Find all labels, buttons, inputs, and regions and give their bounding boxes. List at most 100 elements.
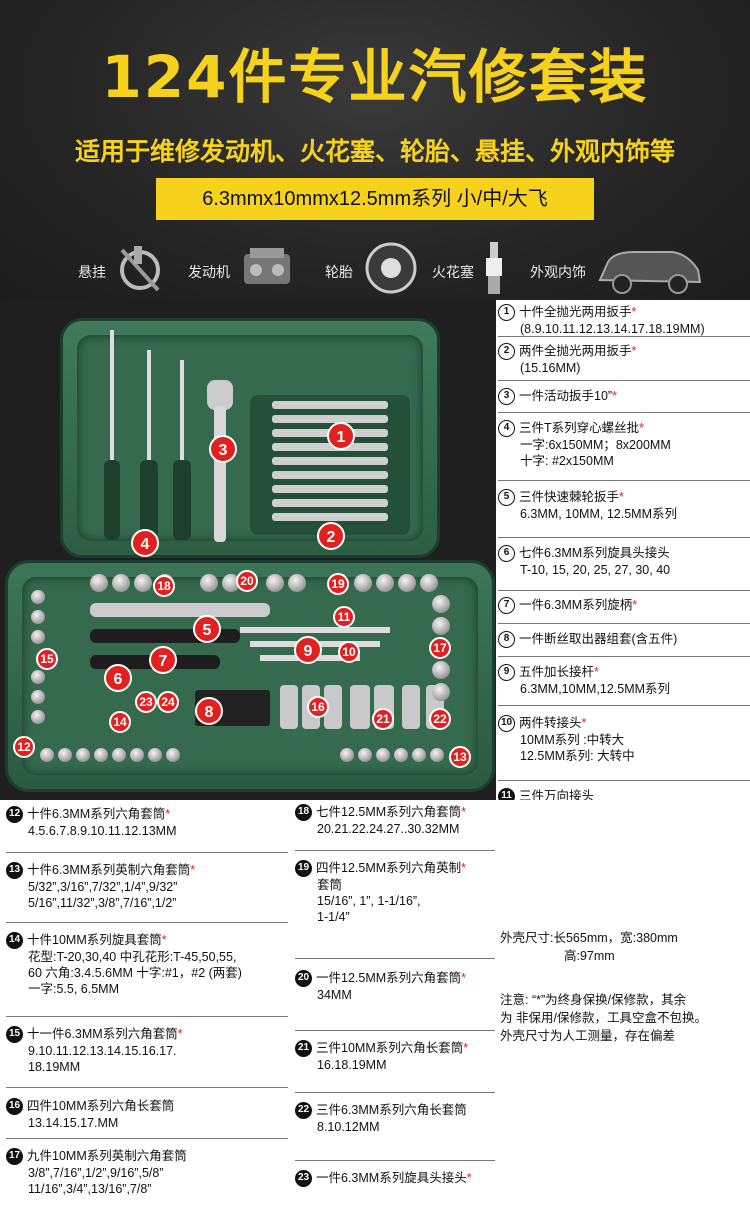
divider: [6, 1016, 288, 1017]
item-number-badge: 17: [6, 1148, 23, 1166]
screwdriver-2: [140, 350, 158, 540]
badge-23: 23: [135, 691, 157, 713]
badge-3: 3: [209, 435, 237, 463]
tire-icon: [365, 242, 417, 294]
combination-wrench-rack: [250, 395, 410, 535]
badge-7: 7: [149, 646, 177, 674]
item-title: 七件12.5MM系列六角套筒: [316, 805, 462, 819]
socket-row-top: [90, 574, 450, 594]
badge-2: 2: [317, 522, 345, 550]
badge-12: 12: [13, 736, 35, 758]
badge-14: 14: [109, 711, 131, 733]
item-title: 十件6.3MM系列英制六角套筒: [27, 863, 191, 877]
item-number-badge: 16: [6, 1098, 23, 1116]
page-title: 124件专业汽修套装: [101, 43, 649, 111]
item-number-badge: 9: [498, 664, 515, 682]
badge-22: 22: [429, 708, 451, 730]
warranty-star-icon: *: [619, 490, 624, 504]
page-subtitle: 适用于维修发动机、火花塞、轮胎、悬挂、外观内饰等: [74, 138, 675, 166]
screwdriver-1: [104, 330, 120, 540]
warranty-star-icon: *: [631, 305, 637, 319]
spec-banner: 6.3mmx10mmx12.5mm系列 小/中/大飞: [156, 178, 594, 220]
item-detail: 16.18.19MM: [317, 1058, 387, 1073]
socket-column-right: [428, 595, 458, 735]
warranty-star-icon: *: [632, 598, 638, 612]
item-detail: 花型:T-20,30,40 中孔花形:T-45,50,55,: [28, 950, 237, 965]
dimension-line-1: 外壳尺寸:长565mm，宽:380mm: [500, 931, 678, 945]
notice-line-2: 为 非保用/保修款，工具空盒不包换。: [500, 1011, 707, 1025]
item-number-badge: 10: [498, 715, 515, 733]
divider: [6, 1138, 288, 1139]
divider: [498, 705, 750, 706]
item-title: 三件T系列穿心螺丝批: [519, 421, 640, 435]
warranty-star-icon: *: [461, 971, 467, 985]
item-detail: (15.16MM): [520, 361, 581, 376]
item-title: 一件断丝取出器组套(含五件): [519, 632, 678, 646]
item-number-badge: 6: [498, 545, 515, 563]
warranty-star-icon: *: [466, 1171, 472, 1185]
divider: [295, 1030, 495, 1031]
item-detail: 套筒: [317, 878, 343, 893]
badge-11: 11: [333, 606, 355, 628]
item-detail: 13.14.15.17.MM: [28, 1116, 119, 1131]
badge-24: 24: [157, 691, 179, 713]
item-title: 三件快速棘轮扳手: [519, 490, 620, 504]
item-detail: 18.19MM: [28, 1060, 81, 1075]
spark-plug-icon: [486, 242, 502, 294]
item-detail: 15/16”, 1”, 1-1/16”,: [317, 894, 421, 909]
divider: [295, 958, 495, 959]
left-bottom-entry-16: 16 四件10MM系列六角长套筒 13.14.15.17.MM: [6, 1098, 288, 1131]
item-detail: 9.10.11.12.13.14.15.16.17.: [28, 1044, 177, 1059]
usage-row: 悬挂 发动机 轮胎 火花塞 外观内饰: [0, 230, 750, 310]
item-detail: 10MM系列 :中转大: [520, 733, 625, 748]
suspension-icon: [120, 246, 160, 292]
badge-6: 6: [104, 664, 132, 692]
divider: [498, 380, 750, 381]
badge-20: 20: [236, 570, 258, 592]
item-number-badge: 5: [498, 489, 515, 507]
badge-19: 19: [327, 573, 349, 595]
engine-icon: [244, 248, 290, 284]
item-detail: 60 六角:3.4.5.6MM 十字:#1，#2 (两套): [28, 966, 242, 981]
socket-row-bottom: [40, 748, 460, 762]
item-detail: 一字:5.5, 6.5MM: [28, 982, 119, 997]
item-title: 一件活动扳手10”: [519, 389, 613, 403]
warranty-star-icon: *: [631, 344, 637, 358]
warranty-star-icon: *: [165, 807, 171, 821]
item-title: 九件10MM系列英制六角套筒: [27, 1149, 187, 1163]
item-detail: 5/32”,3/16”,7/32”,1/4”,9/32”: [28, 880, 178, 895]
socket-column-left: [25, 590, 55, 740]
item-title: 四件10MM系列六角长套筒: [27, 1099, 175, 1113]
item-title: 三件万向接头: [519, 789, 595, 803]
item-title: 十件6.3MM系列六角套筒: [27, 807, 166, 821]
divider: [498, 590, 750, 591]
item-detail: 5/16”,11/32”,3/8”,7/16”,1/2”: [28, 896, 177, 911]
item-title: 一件12.5MM系列六角套筒: [316, 971, 462, 985]
item-title: 两件全抛光两用扳手: [519, 344, 632, 358]
item-detail: 6.3MM,10MM,12.5MM系列: [520, 682, 671, 697]
warranty-star-icon: *: [161, 933, 167, 947]
divider: [498, 537, 750, 538]
item-detail: 十字: #2x150MM: [520, 454, 614, 469]
divider: [295, 1160, 495, 1161]
badge-17: 17: [429, 637, 451, 659]
item-number-badge: 1: [498, 304, 515, 322]
divider: [6, 922, 288, 923]
item-title: 两件转接头: [519, 716, 582, 730]
warranty-star-icon: *: [581, 716, 587, 730]
dimension-line-2: 高:97mm: [564, 949, 615, 963]
item-detail: 一字:6x150MM；8x200MM: [520, 438, 671, 453]
notice-line-1: 注意: “*”为终身保换/保修款，其余: [500, 993, 687, 1007]
